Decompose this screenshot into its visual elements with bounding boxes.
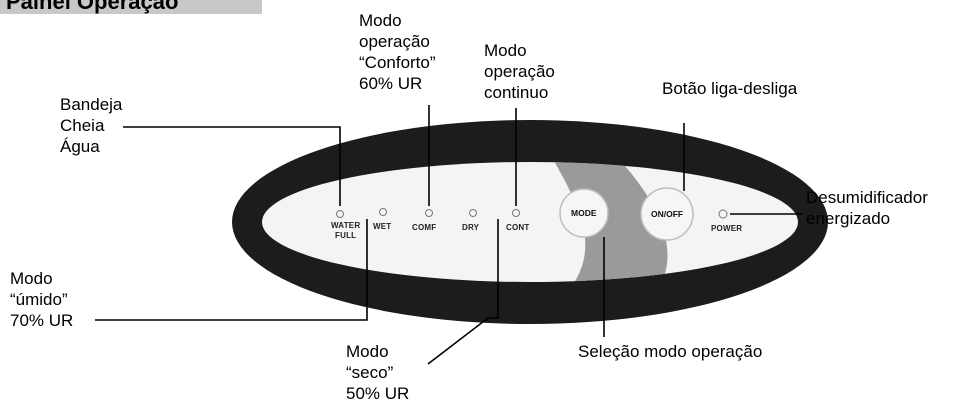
led-dry	[469, 209, 477, 217]
led-water-full	[336, 210, 344, 218]
leader-bandeja	[123, 126, 341, 206]
page-title: Painel Operação	[6, 0, 179, 14]
led-cont	[512, 209, 520, 217]
callout-modo-seco: Modo “seco” 50% UR	[346, 342, 410, 403]
label-cont: CONT	[506, 223, 529, 232]
label-power: POWER	[711, 224, 742, 233]
label-wet: WET	[373, 222, 391, 231]
panel-swoosh	[548, 162, 668, 282]
callout-modo-umido: Modo “úmido” 70% UR	[10, 269, 74, 330]
callout-energizado: Desumidificador energizado	[806, 188, 928, 228]
led-comf	[425, 209, 433, 217]
label-water: WATER	[331, 221, 360, 230]
title-bar: Painel Operação	[0, 0, 262, 14]
onoff-button[interactable]: ON/OFF	[640, 187, 694, 241]
callout-selecao-modo: Seleção modo operação	[578, 342, 763, 361]
callout-bandeja-cheia: Bandeja Cheia Água	[60, 95, 123, 156]
leader-seco	[427, 219, 499, 365]
callout-botao-liga-desliga: Botão liga-desliga	[662, 79, 798, 98]
label-comf: COMF	[412, 223, 436, 232]
label-dry: DRY	[462, 223, 480, 232]
mode-button[interactable]: MODE	[559, 188, 609, 238]
callout-modo-continuo: Modo operação continuo	[484, 41, 555, 102]
mode-button-label: MODE	[571, 208, 597, 218]
label-full: FULL	[335, 231, 356, 240]
leader-umido	[95, 219, 368, 321]
led-wet	[379, 208, 387, 216]
led-power	[718, 209, 728, 219]
onoff-button-label: ON/OFF	[651, 209, 683, 219]
callout-modo-conforto: Modo operação “Conforto” 60% UR	[359, 11, 436, 93]
